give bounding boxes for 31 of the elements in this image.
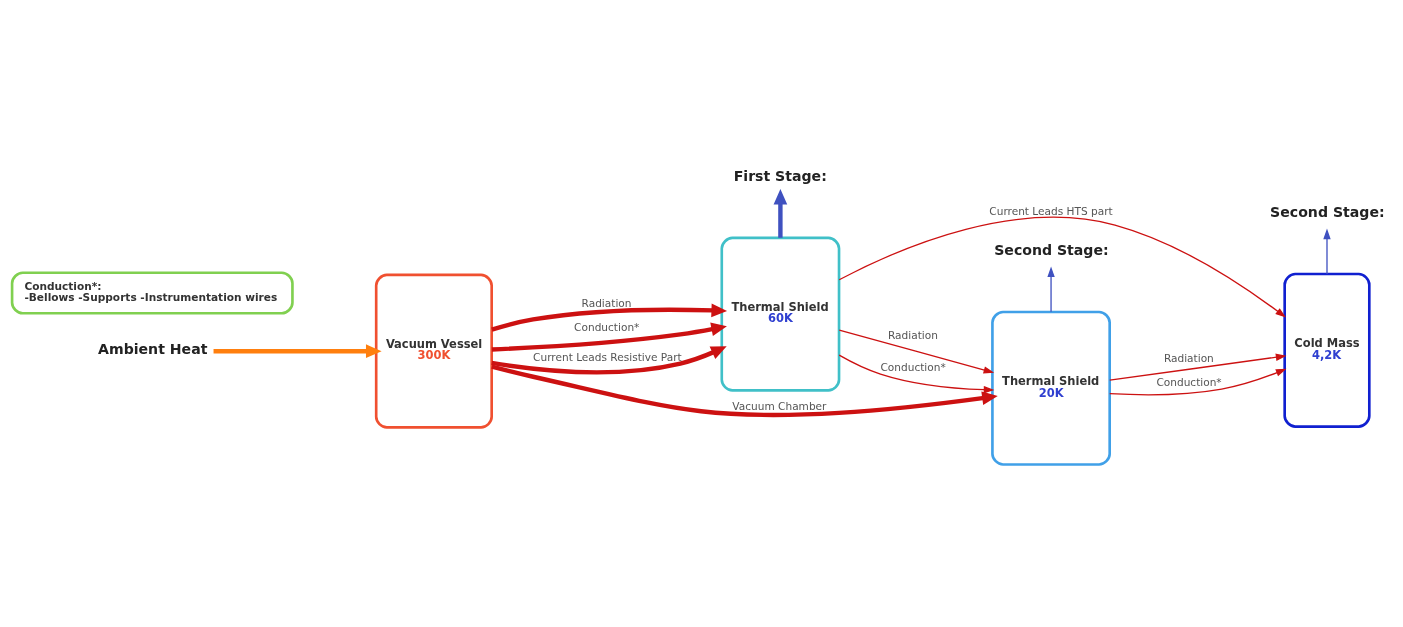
edge-label: Current Leads HTS part: [989, 205, 1113, 218]
node-text: Second Stage:: [1270, 204, 1385, 221]
arrow: [491, 322, 727, 352]
node-text: First Stage:: [733, 167, 827, 184]
arrow: [1109, 368, 1287, 396]
node-text: Ambient Heat: [98, 340, 208, 357]
edge-label: Radiation: [1163, 352, 1214, 365]
edge-label: Conduction*: [1156, 376, 1222, 389]
arrow: [838, 329, 995, 374]
arrow: [838, 216, 1286, 318]
node-box: Cold Mass 4,2K: [1283, 272, 1371, 428]
arrow: [773, 188, 788, 238]
edge-label: Vacuum Chamber: [732, 399, 827, 412]
node-text: Second Stage:: [994, 241, 1109, 258]
edge-label: Radiation: [581, 296, 632, 309]
edge-label: Current Leads Resistive Part: [533, 350, 682, 363]
arrow: [1109, 353, 1287, 381]
arrow: [491, 364, 998, 418]
arrow: [491, 303, 728, 332]
node-box: Conduction*: -Bellows -Supports -Instrumentation wires: [10, 271, 294, 315]
node-box: Thermal Shield 60K: [720, 236, 841, 392]
arrow: [1323, 228, 1331, 275]
node-box: Vacuum Vessel 300K: [374, 273, 493, 429]
arrow: [838, 354, 995, 394]
arrow: [213, 344, 382, 359]
edge-label: Conduction*: [880, 361, 946, 374]
edge-label: Conduction*: [574, 321, 640, 334]
arrow: [1047, 266, 1055, 313]
node-box: Thermal Shield 20K: [991, 310, 1111, 466]
arrow: [491, 346, 727, 375]
edge-label: Radiation: [887, 329, 938, 342]
